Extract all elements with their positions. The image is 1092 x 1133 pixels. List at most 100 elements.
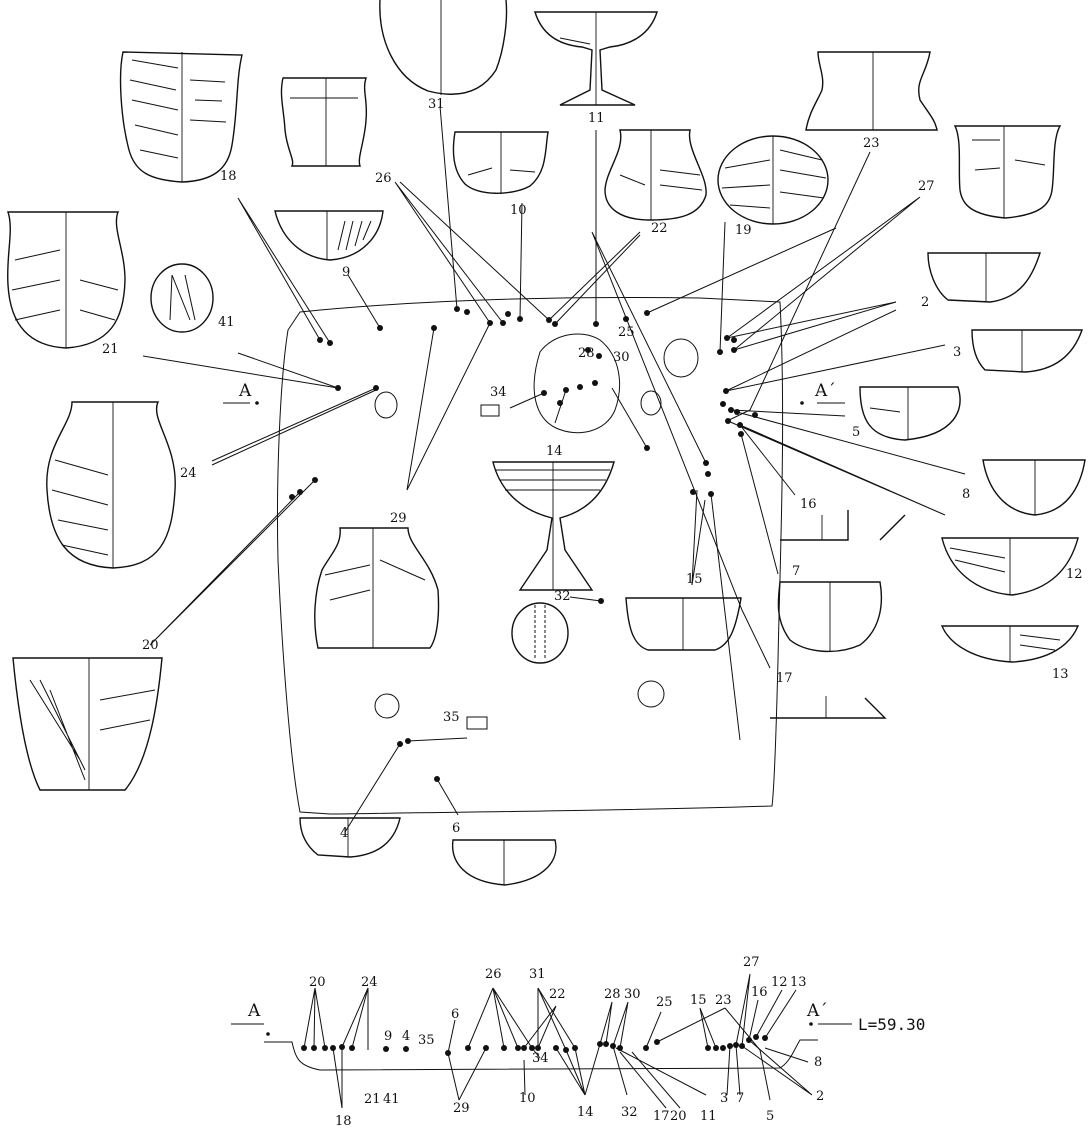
find-label-30: 30	[613, 350, 630, 365]
vessel-20	[12, 657, 163, 791]
vessel-6	[451, 839, 557, 886]
svg-text:34: 34	[532, 1051, 549, 1066]
find-label-2: 2	[921, 295, 929, 310]
find-label-6: 6	[452, 821, 460, 836]
find-label-3: 3	[953, 345, 961, 360]
svg-text:4: 4	[402, 1029, 410, 1044]
find-label-26: 26	[375, 171, 392, 186]
find-label-7: 7	[792, 564, 800, 579]
section-mark-a-prime: A´	[814, 381, 836, 401]
find-label-19: 19	[735, 223, 752, 238]
find-label-20: 20	[142, 638, 159, 653]
find-label-11: 11	[588, 111, 605, 126]
vessel-18	[119, 51, 243, 183]
svg-text:22: 22	[549, 987, 566, 1002]
vessel-4	[299, 817, 401, 858]
section-leaders	[303, 973, 813, 1109]
svg-text:32: 32	[621, 1105, 638, 1120]
vessel-16	[780, 510, 906, 541]
svg-text:28: 28	[604, 987, 621, 1002]
find-label-8: 8	[962, 487, 970, 502]
vessel-8	[982, 459, 1086, 516]
vessel-jar-9a	[280, 77, 368, 167]
find-label-24: 24	[180, 466, 197, 481]
find-label-32: 32	[554, 589, 571, 604]
svg-text:24: 24	[361, 975, 378, 990]
svg-text:15: 15	[690, 993, 707, 1008]
svg-text:21: 21	[364, 1092, 381, 1107]
svg-text:7: 7	[736, 1091, 744, 1106]
find-label-31: 31	[428, 97, 445, 112]
vessel-10	[452, 131, 549, 194]
find-label-13: 13	[1052, 667, 1069, 682]
leader-lines	[142, 105, 966, 833]
vessel-29	[314, 527, 440, 649]
level-label: L=59.30	[858, 1015, 925, 1034]
svg-text:18: 18	[335, 1114, 352, 1129]
plan-labels: 18 31 11 23 26 10 27 22 19 9 2 41 25 21 …	[102, 97, 1083, 841]
svg-text:5: 5	[766, 1109, 774, 1124]
svg-text:26: 26	[485, 967, 502, 982]
vessel-3	[971, 329, 1083, 373]
vessel-9	[274, 210, 384, 261]
stone-35	[466, 716, 488, 730]
find-label-18: 18	[220, 169, 237, 184]
vessel-31	[379, 0, 508, 95]
svg-text:8: 8	[814, 1055, 822, 1070]
section-profile: A A´ L=59.30	[231, 955, 925, 1129]
svg-text:9: 9	[384, 1029, 392, 1044]
vessel-13	[940, 625, 1080, 663]
find-label-22: 22	[651, 221, 668, 236]
svg-text:13: 13	[790, 975, 807, 990]
svg-text:17: 17	[653, 1109, 670, 1124]
find-label-23: 23	[863, 136, 880, 151]
section-label-a: A	[247, 1001, 261, 1021]
find-dots	[289, 306, 758, 782]
vessel-7	[777, 581, 883, 653]
svg-text:14: 14	[577, 1105, 594, 1120]
svg-text:30: 30	[624, 987, 641, 1002]
svg-text:16: 16	[751, 985, 768, 1000]
svg-text:2: 2	[816, 1089, 824, 1104]
section-labels: 20 24 9 4 35 6 26 31 22 28 30 25 15 23 2…	[309, 955, 824, 1129]
vessel-14	[492, 461, 615, 591]
svg-text:12: 12	[771, 975, 788, 990]
section-label-a-prime: A´	[806, 1001, 828, 1021]
svg-text:3: 3	[720, 1091, 728, 1106]
pit-outline	[276, 297, 784, 815]
vessel-27	[953, 125, 1062, 219]
svg-text:31: 31	[529, 967, 546, 982]
find-label-35: 35	[443, 710, 460, 725]
find-label-9: 9	[342, 265, 350, 280]
find-label-34: 34	[490, 385, 507, 400]
svg-text:6: 6	[451, 1007, 459, 1022]
find-label-25: 25	[618, 325, 635, 340]
find-label-15: 15	[686, 572, 703, 587]
svg-text:11: 11	[700, 1109, 717, 1124]
svg-text:20: 20	[309, 975, 326, 990]
find-label-27: 27	[918, 179, 935, 194]
svg-text:10: 10	[519, 1091, 536, 1106]
find-label-4: 4	[340, 826, 348, 841]
vessel-32	[511, 602, 569, 664]
post-hole	[663, 338, 699, 378]
vessel-21	[6, 211, 126, 349]
find-label-16: 16	[800, 497, 817, 512]
svg-text:35: 35	[418, 1033, 435, 1048]
vessel-19	[717, 135, 829, 225]
svg-text:27: 27	[743, 955, 760, 970]
vessel-22	[604, 129, 707, 221]
central-pit-feature	[533, 333, 621, 434]
post-hole	[374, 693, 400, 719]
vessel-5	[859, 386, 961, 441]
find-label-14: 14	[546, 444, 563, 459]
svg-text:23: 23	[715, 993, 732, 1008]
svg-text:25: 25	[656, 995, 673, 1010]
find-label-41: 41	[218, 315, 235, 330]
svg-text:29: 29	[453, 1101, 470, 1116]
find-label-29: 29	[390, 511, 407, 526]
vessel-17	[770, 696, 887, 719]
stone-34	[480, 404, 500, 417]
vessel-15	[625, 597, 742, 651]
section-mark-a: A	[238, 381, 252, 401]
